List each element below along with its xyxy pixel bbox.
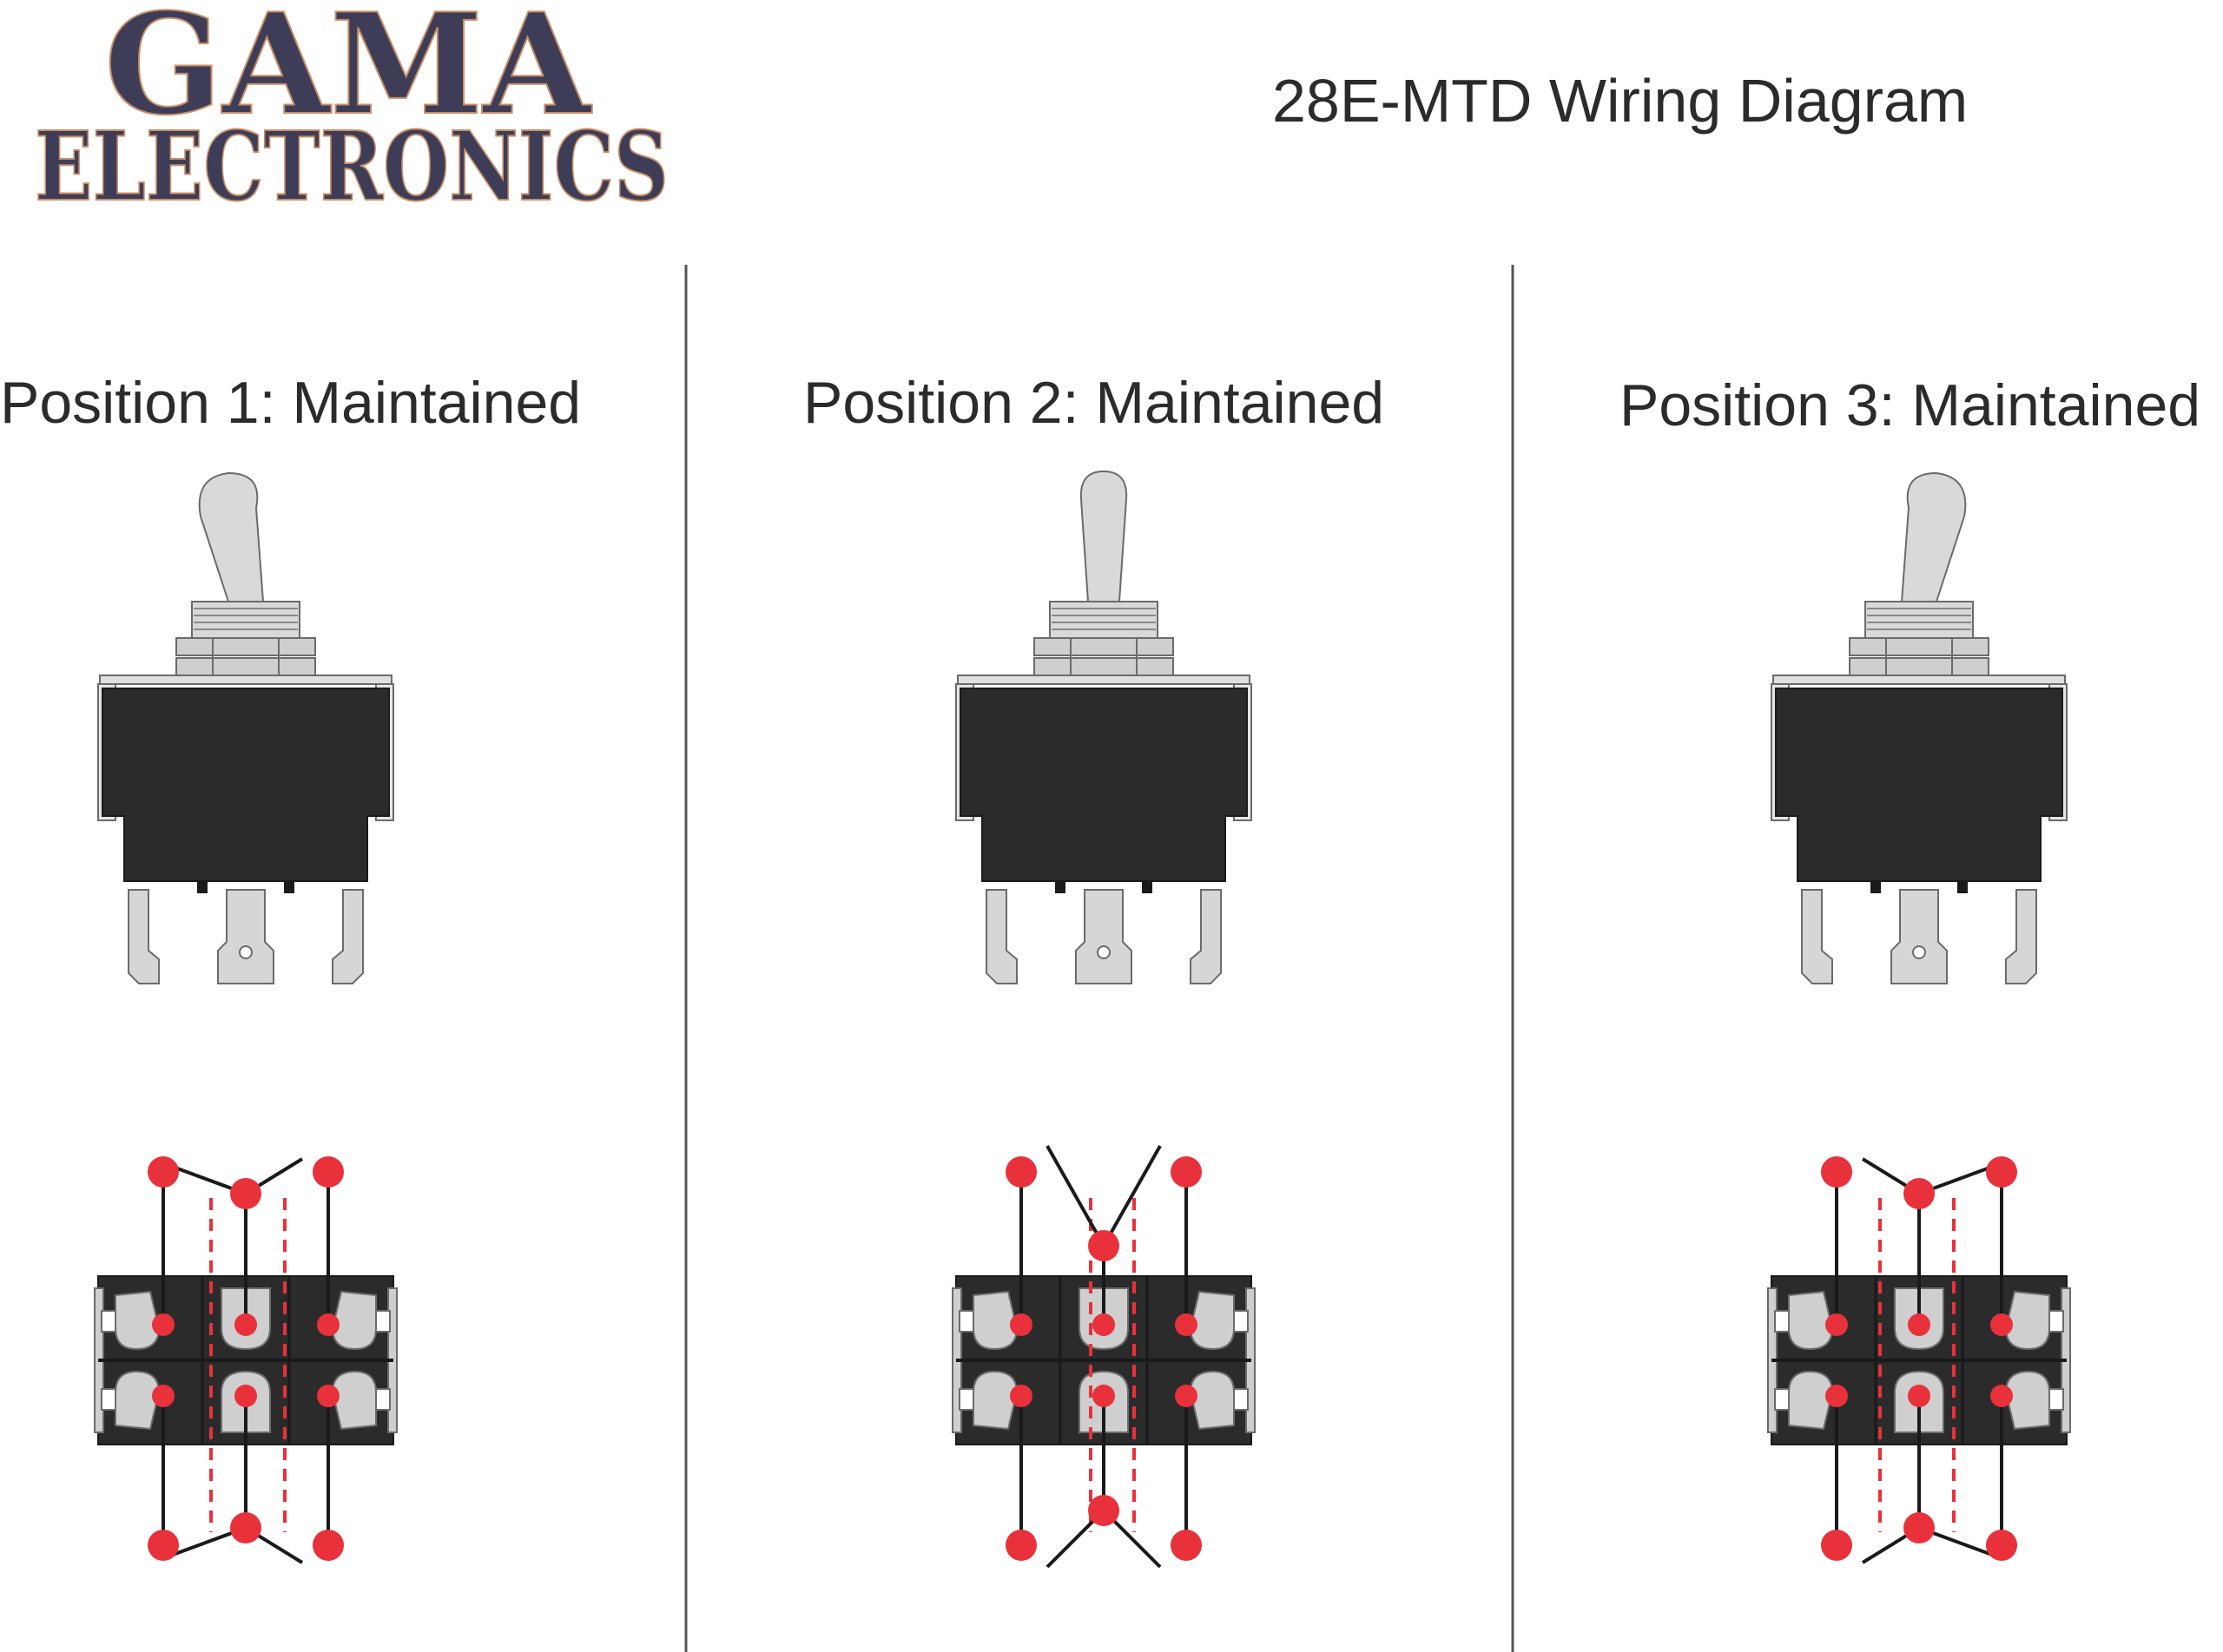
wire-end-dot bbox=[1171, 1156, 1202, 1188]
wire-end-dot bbox=[1006, 1530, 1037, 1561]
terminal-dot bbox=[1092, 1385, 1115, 1407]
terminal-dot bbox=[152, 1385, 175, 1407]
switch-body bbox=[955, 601, 1252, 984]
terminal-dot bbox=[234, 1385, 257, 1407]
terminal-dot bbox=[1825, 1313, 1848, 1336]
terminal-base-view bbox=[93, 1156, 399, 1564]
terminal-dot bbox=[1990, 1313, 2013, 1336]
terminal-dot bbox=[1010, 1385, 1032, 1407]
terminal-dot bbox=[1175, 1385, 1197, 1407]
switch-body bbox=[1771, 601, 2068, 984]
wire-end-dot bbox=[148, 1530, 179, 1561]
wire-end-dot bbox=[1088, 1230, 1119, 1261]
toggle-switch-side-view bbox=[955, 471, 1252, 984]
terminal-dot bbox=[1908, 1313, 1930, 1336]
terminal-dot bbox=[152, 1313, 175, 1336]
position-1-panel bbox=[93, 472, 399, 1564]
terminal-dot bbox=[1092, 1313, 1115, 1336]
terminal-dot bbox=[1825, 1385, 1848, 1407]
position-3-label: Position 3: Maintained bbox=[1619, 372, 2200, 438]
terminal-dot bbox=[1010, 1313, 1032, 1336]
wire-end-dot bbox=[313, 1530, 344, 1561]
terminal-dot bbox=[317, 1385, 340, 1407]
wire-end-dot bbox=[1821, 1530, 1852, 1561]
toggle-lever bbox=[198, 472, 264, 602]
terminal-dot bbox=[317, 1313, 340, 1336]
toggle-lever bbox=[1079, 471, 1128, 602]
terminal-base-view bbox=[1766, 1156, 2072, 1564]
diagram-title: 28E-MTD Wiring Diagram bbox=[1272, 67, 1968, 135]
terminal-dot bbox=[1175, 1313, 1197, 1336]
logo-line2: ELECTRONICS bbox=[35, 110, 669, 222]
wire-end-dot bbox=[1171, 1530, 1202, 1561]
toggle-switch-side-view bbox=[97, 472, 394, 984]
position-1-label: Position 1: Maintained bbox=[0, 370, 581, 436]
wire-end-dot bbox=[1821, 1156, 1852, 1188]
position-3-panel bbox=[1766, 472, 2072, 1564]
switch-body bbox=[97, 601, 394, 984]
logo-line1: GAMA bbox=[104, 0, 592, 146]
terminal-dot bbox=[1990, 1385, 2013, 1407]
wire-end-dot bbox=[1986, 1530, 2017, 1561]
terminal-dot bbox=[1908, 1385, 1930, 1407]
terminal-dot bbox=[234, 1313, 257, 1336]
wire-end-dot bbox=[230, 1178, 261, 1209]
terminal-base-view bbox=[951, 1145, 1257, 1569]
position-2-label: Position 2: Maintained bbox=[803, 370, 1384, 436]
wire-end-dot bbox=[1088, 1495, 1119, 1526]
wire-end-dot bbox=[230, 1512, 261, 1543]
wire-end-dot bbox=[1903, 1512, 1935, 1543]
wire-end-dot bbox=[1986, 1156, 2017, 1188]
wire-end-dot bbox=[1006, 1156, 1037, 1188]
toggle-switch-side-view bbox=[1771, 472, 2068, 984]
toggle-lever bbox=[1901, 472, 1967, 602]
brand-logo: GAMA ELECTRONICS bbox=[34, 0, 670, 223]
wire-end-dot bbox=[148, 1156, 179, 1188]
wire-end-dot bbox=[313, 1156, 344, 1188]
position-2-panel bbox=[951, 471, 1257, 1569]
wire-end-dot bbox=[1903, 1178, 1935, 1209]
